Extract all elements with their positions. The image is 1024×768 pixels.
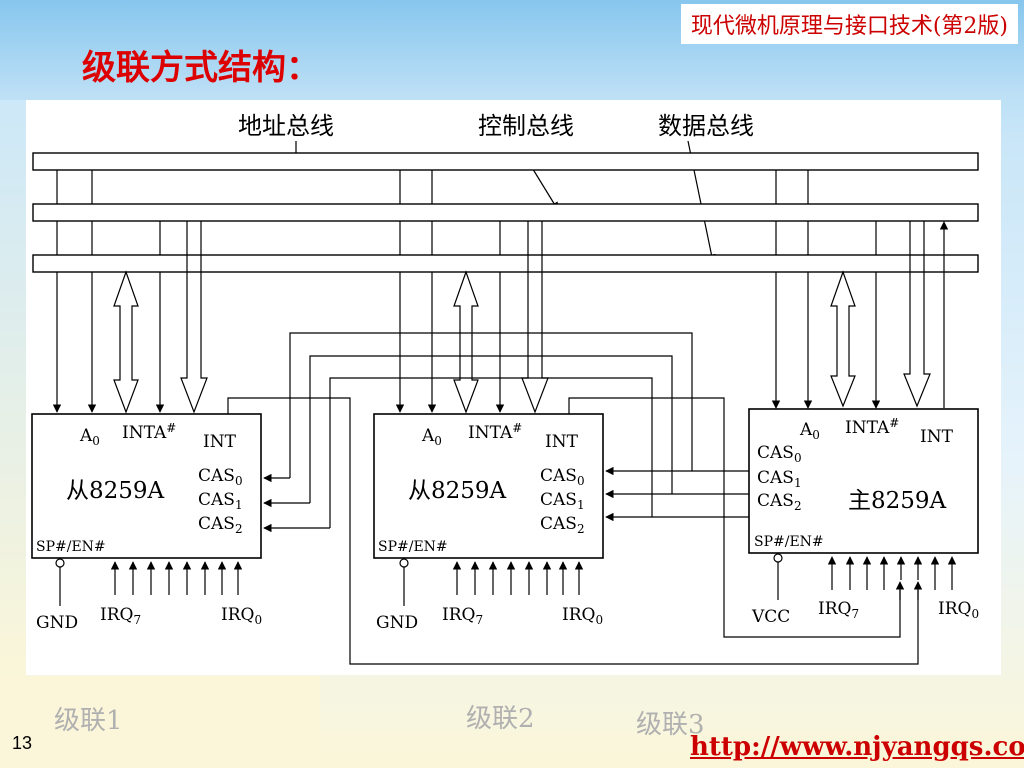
svg-text:CAS0: CAS0 [757,443,802,465]
page-number: 13 [12,733,33,753]
footer-url-link[interactable]: http://www.njyangqs.com/ [690,732,1024,762]
svg-text:SP#/EN#: SP#/EN# [754,534,824,550]
int-lines [227,397,603,414]
slave2-chip [373,413,604,559]
svg-text:IRQ7: IRQ7 [100,605,141,627]
master-labels: A0 INTA# INT CAS0 CAS1 CAS2 主8259A SP#/E… [751,416,979,627]
svg-text:CAS1: CAS1 [540,490,585,512]
sp-en-ties [55,553,783,606]
master-bus-lines [771,170,949,409]
svg-text:SP#/EN#: SP#/EN# [378,539,448,555]
svg-text:SP#/EN#: SP#/EN# [36,539,106,555]
slave1-labels: A0 INTA# INT CAS0 CAS1 CAS2 从8259A SP#/E… [36,421,262,633]
slave2-name: 从8259A [408,478,507,504]
svg-text:IRQ0: IRQ0 [221,605,262,627]
master-chip [748,408,979,554]
caption-cascade1: 级联1 [54,706,123,736]
svg-text:INTA#: INTA# [845,416,899,438]
irq-arrows [110,556,957,595]
slave1-bus-lines [52,170,208,414]
svg-text:A0: A0 [79,426,100,448]
svg-text:CAS0: CAS0 [198,466,243,488]
svg-text:IRQ0: IRQ0 [938,599,979,621]
svg-text:CAS0: CAS0 [540,466,585,488]
master-vcc: VCC [751,607,790,627]
svg-text:INTA#: INTA# [468,421,522,443]
svg-text:CAS1: CAS1 [757,468,802,490]
cascade-diagram: 地址总线 控制总线 数据总线 [31,112,979,665]
svg-text:A0: A0 [799,420,820,442]
book-title: 现代微机原理与接口技术(第2版) [680,4,1018,44]
slave-int-to-master-lines [262,397,923,665]
diagram-panel: 地址总线 控制总线 数据总线 [26,100,1001,675]
svg-text:CAS1: CAS1 [198,490,243,512]
svg-text:CAS2: CAS2 [757,491,802,513]
slave1-gnd: GND [36,613,78,633]
control-bus-label: 控制总线 [478,112,574,140]
address-bus-label: 地址总线 [238,112,334,140]
caption-cascade2: 级联2 [466,704,535,734]
slave2-labels: A0 INTA# INT CAS0 CAS1 CAS2 从8259A SP#/E… [376,421,603,633]
slide-title: 级联方式结构： [82,48,320,88]
svg-text:CAS2: CAS2 [198,514,243,536]
bottom-band [0,676,320,768]
slave1-chip [31,413,262,559]
address-bus [32,152,979,171]
master-name: 主8259A [848,488,947,514]
svg-text:IRQ7: IRQ7 [818,599,859,621]
svg-text:INT: INT [920,427,954,447]
svg-text:INT: INT [203,432,237,452]
svg-text:IRQ0: IRQ0 [562,605,603,627]
slave2-gnd: GND [376,613,418,633]
left-strip [0,100,26,680]
caption-cascade3: 级联3 [636,710,705,740]
svg-text:INTA#: INTA# [122,421,176,443]
svg-text:A0: A0 [421,426,442,448]
data-bus [32,254,979,273]
control-bus [32,203,979,222]
svg-text:INT: INT [545,432,579,452]
slave1-name: 从8259A [66,478,165,504]
cas-lines [263,332,749,533]
data-bus-label: 数据总线 [658,112,754,140]
svg-text:CAS2: CAS2 [540,514,585,536]
svg-text:IRQ7: IRQ7 [442,605,483,627]
